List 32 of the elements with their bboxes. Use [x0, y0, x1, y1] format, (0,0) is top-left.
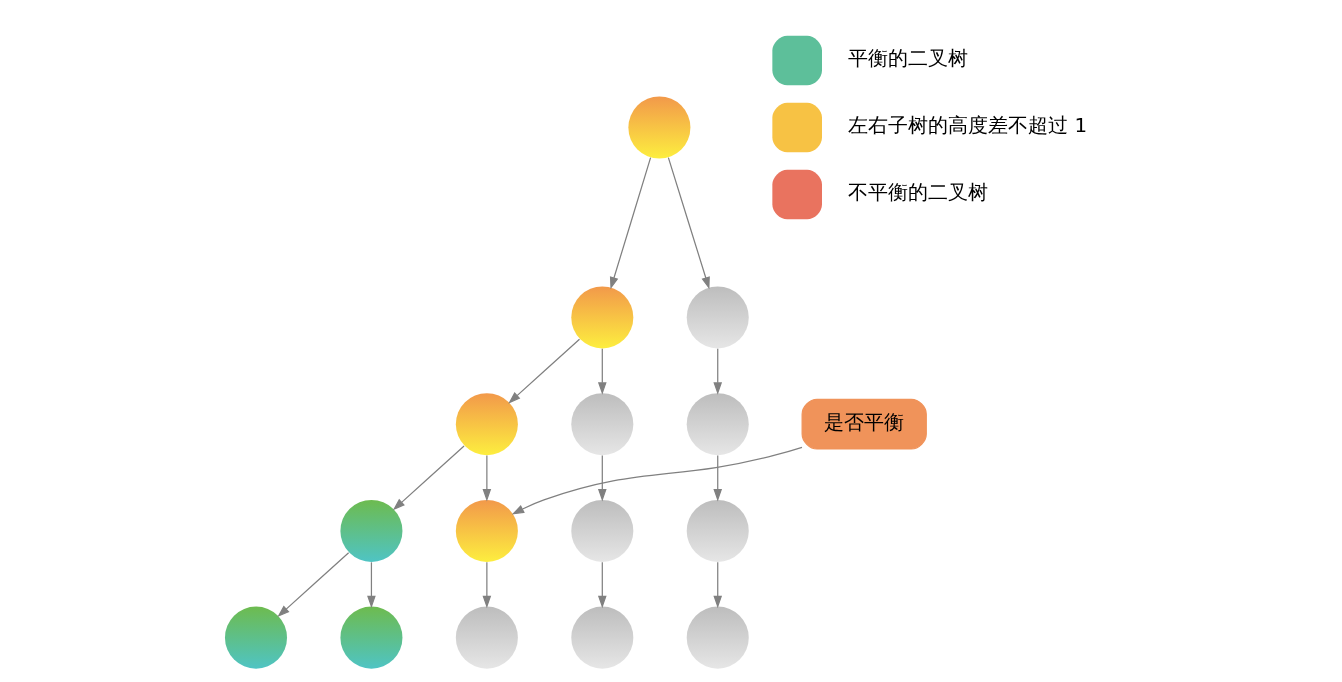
arrow	[667, 157, 710, 290]
arrow	[597, 561, 607, 609]
arrow	[482, 561, 491, 609]
node-circle	[455, 606, 518, 669]
arrow	[366, 561, 376, 609]
arrow	[597, 348, 607, 395]
node-circle	[455, 499, 518, 562]
arrow	[597, 454, 607, 502]
arrow	[712, 348, 722, 395]
legend-label: 左右子树的高度差不超过 1	[847, 114, 1087, 138]
node-circle	[570, 393, 633, 456]
node-circle	[339, 606, 402, 669]
arrow	[609, 157, 651, 290]
node-circle	[686, 286, 749, 349]
node-circle	[686, 393, 749, 456]
node-circle	[570, 286, 633, 349]
node-circle	[627, 96, 690, 159]
node-box: 是否平衡	[801, 398, 927, 450]
arrow	[276, 552, 349, 618]
node-circle	[339, 499, 402, 562]
node-circle	[570, 606, 633, 669]
node-circle	[570, 499, 633, 562]
node-circle	[686, 606, 749, 669]
arrow	[392, 445, 465, 511]
legend-label: 不平衡的二叉树	[847, 181, 988, 205]
arrow	[511, 446, 803, 515]
arrow	[507, 338, 580, 404]
arrow	[482, 454, 491, 502]
arrow	[712, 561, 722, 609]
arrow	[712, 454, 722, 502]
legend-label: 平衡的二叉树	[847, 47, 968, 71]
node-circle	[686, 499, 749, 562]
